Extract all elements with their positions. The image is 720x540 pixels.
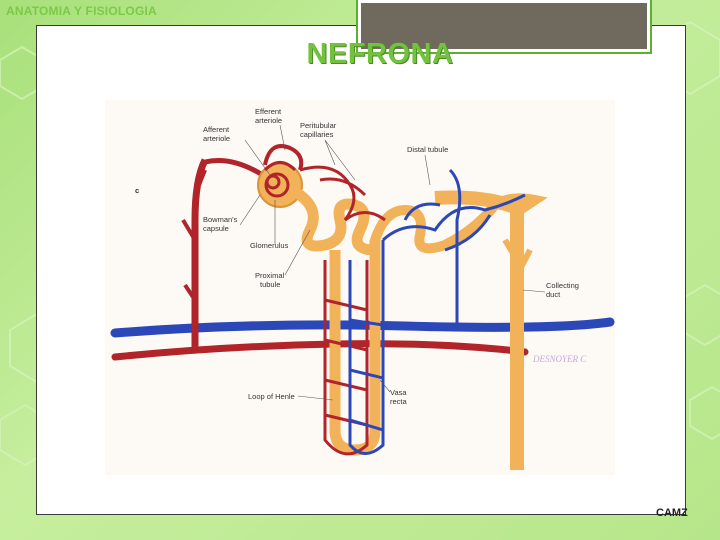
footer-text: CAMZ: [656, 507, 688, 519]
peritubular-label-2: capillaries: [300, 130, 334, 139]
bowman-label-1: Bowman's: [203, 215, 238, 224]
collecting-label-2: duct: [546, 290, 561, 299]
peritubular-capillaries: [299, 165, 386, 456]
bowman-label-2: capsule: [203, 224, 229, 233]
proximal-label-2: tubule: [260, 280, 280, 289]
title-box: [356, 0, 652, 54]
panel-letter: c: [135, 186, 139, 195]
collecting-label-1: Collecting: [546, 281, 579, 290]
afferent-label-1: Afferent: [203, 125, 230, 134]
peritubular-label-1: Peritubular: [300, 121, 337, 130]
nephron-illustration: c Afferent arteriole Efferent arteriole …: [110, 107, 615, 470]
vasa-recta: [348, 168, 526, 455]
efferent-label-1: Efferent: [255, 107, 282, 116]
slide-title: NEFRONA: [306, 38, 454, 70]
loop-of-henle-label: Loop of Henle: [248, 392, 295, 401]
renal-vein: [110, 317, 615, 338]
proximal-label-1: Proximal: [255, 271, 285, 280]
vasa-recta-label-2: recta: [390, 397, 408, 406]
efferent-arteriole: [263, 144, 304, 171]
nephron-diagram: c Afferent arteriole Efferent arteriole …: [105, 100, 615, 475]
artist-signature: DESNOYER C: [532, 354, 587, 364]
renal-artery: [111, 340, 529, 361]
efferent-label-2: arteriole: [255, 116, 282, 125]
vasa-recta-label-1: Vasa: [390, 388, 407, 397]
header-text: ANATOMIA Y FISIOLOGIA: [6, 4, 157, 18]
afferent-label-2: arteriole: [203, 134, 230, 143]
proximal-tubule: [294, 189, 381, 256]
glomerulus-label: Glomerulus: [250, 241, 289, 250]
glomerulus: [263, 161, 297, 198]
distal-label: Distal tubule: [407, 145, 448, 154]
collecting-duct: [434, 190, 524, 470]
